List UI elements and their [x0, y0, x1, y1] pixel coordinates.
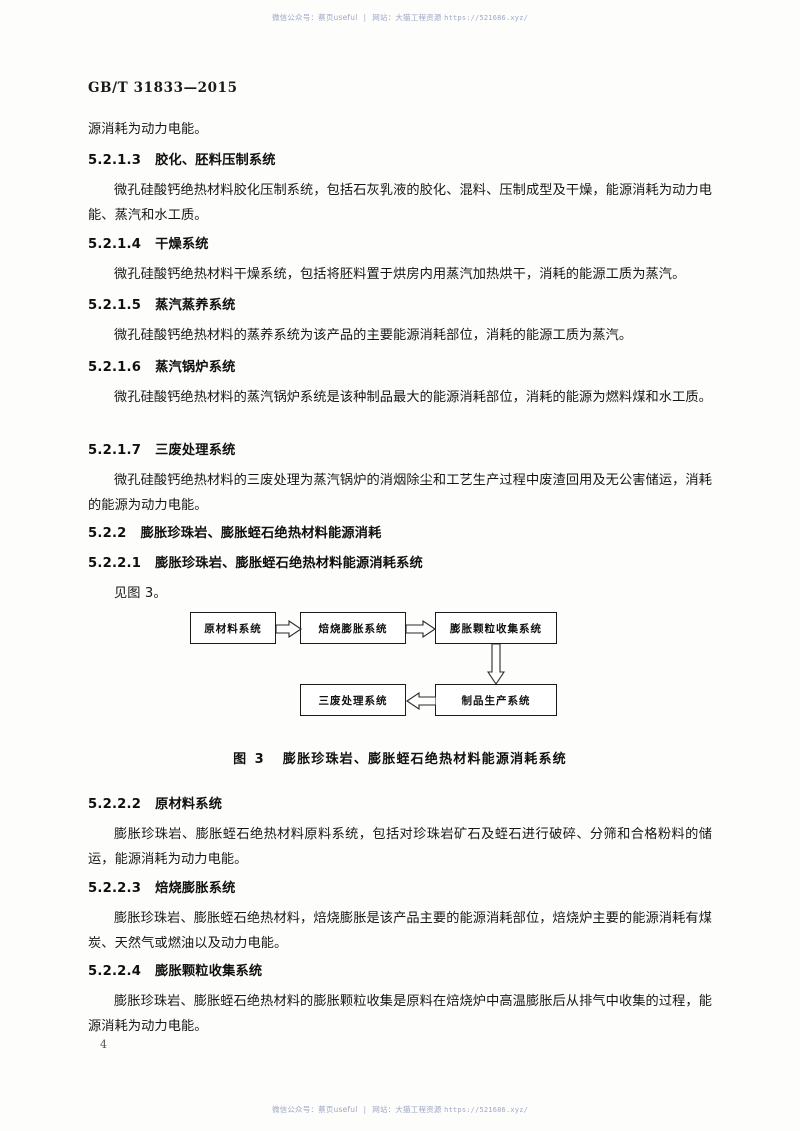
section-5-2-1-7-heading: 5.2.1.7 三废处理系统 [88, 438, 712, 463]
heading-row: 5.2.1.4 干燥系统 [88, 232, 712, 257]
flow-node-particle-collection: 膨胀颗粒收集系统 [435, 612, 557, 644]
heading-number: 5.2.2.3 [88, 881, 142, 896]
section-5-2-1-4-body: 微孔硅酸钙绝热材料干燥系统，包括将胚料置于烘房内用蒸汽加热烘干，消耗的能源工质为… [88, 262, 712, 287]
heading-number: 5.2.1.5 [88, 298, 142, 313]
flow-arrow-right-icon [406, 620, 436, 638]
heading-title: 膨胀珍珠岩、膨胀蛭石绝热材料能源消耗系统 [155, 556, 423, 571]
flow-arrow-left-icon [406, 692, 436, 710]
flow-node-label: 制品生产系统 [461, 694, 531, 707]
section-5-2-1-7-body: 微孔硅酸钙绝热材料的三废处理为蒸汽锅炉的消烟除尘和工艺生产过程中废渣回用及无公害… [88, 468, 712, 518]
section-5-2-2-4-heading: 5.2.2.4 膨胀颗粒收集系统 [88, 959, 712, 984]
section-5-2-2-1-body: 见图 3。 [88, 581, 712, 606]
paragraph-carry-over: 源消耗为动力电能。 [88, 117, 712, 142]
heading-title: 蒸汽锅炉系统 [155, 360, 236, 375]
watermark-top: 微信公众号：蔡页useful | 网站：大猫工程资源 https://521686.… [0, 12, 800, 23]
section-5-2-2-3-heading: 5.2.2.3 焙烧膨胀系统 [88, 876, 712, 901]
heading-title: 焙烧膨胀系统 [155, 881, 236, 896]
section-5-2-1-3-body: 微孔硅酸钙绝热材料胶化压制系统，包括石灰乳液的胶化、混料、压制成型及干燥，能源消… [88, 178, 712, 228]
section-5-2-1-6-body: 微孔硅酸钙绝热材料的蒸汽锅炉系统是该种制品最大的能源消耗部位，消耗的能源为燃料煤… [88, 385, 712, 410]
flow-node-waste-treatment: 三废处理系统 [300, 684, 406, 716]
watermark-account: 蔡页useful [318, 13, 358, 22]
section-5-2-2-3-body: 膨胀珍珠岩、膨胀蛭石绝热材料，焙烧膨胀是该产品主要的能源消耗部位，焙烧炉主要的能… [88, 906, 712, 956]
flow-arrow-right-icon [276, 620, 302, 638]
heading-number: 5.2.2.2 [88, 797, 142, 812]
heading-row: 5.2.1.3 胶化、胚料压制系统 [88, 148, 712, 173]
heading-row: 5.2.1.7 三废处理系统 [88, 438, 712, 463]
flow-arrow-down-icon [487, 644, 505, 685]
watermark-separator: | [363, 1105, 367, 1114]
heading-number: 5.2.2 [88, 526, 127, 541]
figure-caption: 图 3 膨胀珍珠岩、膨胀蛭石绝热材料能源消耗系统 [88, 748, 712, 767]
figure-caption-label: 图 3 [233, 752, 266, 767]
watermark-site-name: 大猫工程资源 [395, 1105, 442, 1114]
heading-number: 5.2.1.4 [88, 237, 142, 252]
figure-3-flowchart: 原材料系统 焙烧膨胀系统 膨胀颗粒收集系统 三废处理系统 制品生产系统 [88, 600, 712, 730]
paragraph-text: 微孔硅酸钙绝热材料干燥系统，包括将胚料置于烘房内用蒸汽加热烘干，消耗的能源工质为… [114, 267, 686, 282]
section-5-2-1-5-heading: 5.2.1.5 蒸汽蒸养系统 [88, 293, 712, 318]
heading-title: 原材料系统 [155, 797, 223, 812]
heading-row: 5.2.2.3 焙烧膨胀系统 [88, 876, 712, 901]
watermark-url: https://521686.xyz/ [444, 14, 529, 22]
flow-node-raw-material: 原材料系统 [190, 612, 276, 644]
section-5-2-2-4-body: 膨胀珍珠岩、膨胀蛭石绝热材料的膨胀颗粒收集是原料在焙烧炉中高温膨胀后从排气中收集… [88, 989, 712, 1039]
paragraph-text: 微孔硅酸钙绝热材料的蒸养系统为该产品的主要能源消耗部位，消耗的能源工质为蒸汽。 [114, 328, 633, 343]
paragraph-text: 微孔硅酸钙绝热材料的蒸汽锅炉系统是该种制品最大的能源消耗部位，消耗的能源为燃料煤… [114, 390, 712, 405]
heading-title: 胶化、胚料压制系统 [155, 153, 276, 168]
paragraph-text: 膨胀珍珠岩、膨胀蛭石绝热材料，焙烧膨胀是该产品主要的能源消耗部位，焙烧炉主要的能… [88, 911, 712, 951]
heading-title: 蒸汽蒸养系统 [155, 298, 236, 313]
watermark-site-label: 网站： [372, 13, 396, 22]
watermark-account: 蔡页useful [318, 1105, 358, 1114]
heading-number: 5.2.1.6 [88, 360, 142, 375]
heading-row: 5.2.1.6 蒸汽锅炉系统 [88, 355, 712, 380]
paragraph-text: 微孔硅酸钙绝热材料胶化压制系统，包括石灰乳液的胶化、混料、压制成型及干燥，能源消… [88, 183, 712, 223]
flow-node-roasting-expansion: 焙烧膨胀系统 [300, 612, 406, 644]
flow-node-label: 膨胀颗粒收集系统 [450, 622, 542, 635]
paragraph-text: 膨胀珍珠岩、膨胀蛭石绝热材料原料系统，包括对珍珠岩矿石及蛭石进行破碎、分筛和合格… [88, 827, 712, 867]
section-5-2-2-2-body: 膨胀珍珠岩、膨胀蛭石绝热材料原料系统，包括对珍珠岩矿石及蛭石进行破碎、分筛和合格… [88, 822, 712, 872]
paragraph-text: 膨胀珍珠岩、膨胀蛭石绝热材料的膨胀颗粒收集是原料在焙烧炉中高温膨胀后从排气中收集… [88, 994, 712, 1034]
section-5-2-2-1-heading: 5.2.2.1 膨胀珍珠岩、膨胀蛭石绝热材料能源消耗系统 [88, 551, 712, 576]
flow-node-label: 原材料系统 [204, 622, 262, 635]
flow-node-label: 焙烧膨胀系统 [318, 622, 388, 635]
section-5-2-1-3-heading: 5.2.1.3 胶化、胚料压制系统 [88, 148, 712, 173]
watermark-prefix: 微信公众号： [271, 13, 319, 22]
heading-title: 膨胀颗粒收集系统 [155, 964, 263, 979]
watermark-prefix: 微信公众号： [271, 1105, 319, 1114]
heading-title: 三废处理系统 [155, 443, 236, 458]
heading-number: 5.2.1.3 [88, 153, 142, 168]
page-number: 4 [100, 1038, 107, 1051]
section-5-2-1-4-heading: 5.2.1.4 干燥系统 [88, 232, 712, 257]
heading-row: 5.2.2.4 膨胀颗粒收集系统 [88, 959, 712, 984]
paragraph-text: 源消耗为动力电能。 [88, 122, 208, 137]
watermark-separator: | [363, 13, 367, 22]
heading-number: 5.2.2.1 [88, 556, 142, 571]
section-5-2-2-heading: 5.2.2 膨胀珍珠岩、膨胀蛭石绝热材料能源消耗 [88, 521, 712, 546]
flow-node-product-production: 制品生产系统 [435, 684, 557, 716]
heading-row: 5.2.2.2 原材料系统 [88, 792, 712, 817]
heading-number: 5.2.2.4 [88, 964, 142, 979]
heading-row: 5.2.1.5 蒸汽蒸养系统 [88, 293, 712, 318]
figure-caption-text: 膨胀珍珠岩、膨胀蛭石绝热材料能源消耗系统 [282, 752, 567, 767]
paragraph-text: 微孔硅酸钙绝热材料的三废处理为蒸汽锅炉的消烟除尘和工艺生产过程中废渣回用及无公害… [88, 473, 712, 513]
watermark-site-name: 大猫工程资源 [395, 13, 442, 22]
watermark-site-label: 网站： [372, 1105, 396, 1114]
section-5-2-1-5-body: 微孔硅酸钙绝热材料的蒸养系统为该产品的主要能源消耗部位，消耗的能源工质为蒸汽。 [88, 323, 712, 348]
watermark-url: https://521686.xyz/ [444, 1106, 529, 1114]
heading-row: 5.2.2.1 膨胀珍珠岩、膨胀蛭石绝热材料能源消耗系统 [88, 551, 712, 576]
paragraph-text: 见图 3。 [114, 586, 167, 601]
watermark-bottom: 微信公众号：蔡页useful | 网站：大猫工程资源 https://521686.… [0, 1104, 800, 1115]
section-5-2-1-6-heading: 5.2.1.6 蒸汽锅炉系统 [88, 355, 712, 380]
standard-number: GB/T 31833—2015 [88, 80, 238, 96]
heading-title: 干燥系统 [155, 237, 209, 252]
heading-title: 膨胀珍珠岩、膨胀蛭石绝热材料能源消耗 [140, 526, 382, 541]
flow-node-label: 三废处理系统 [318, 694, 388, 707]
heading-number: 5.2.1.7 [88, 443, 142, 458]
heading-row: 5.2.2 膨胀珍珠岩、膨胀蛭石绝热材料能源消耗 [88, 521, 712, 546]
section-5-2-2-2-heading: 5.2.2.2 原材料系统 [88, 792, 712, 817]
